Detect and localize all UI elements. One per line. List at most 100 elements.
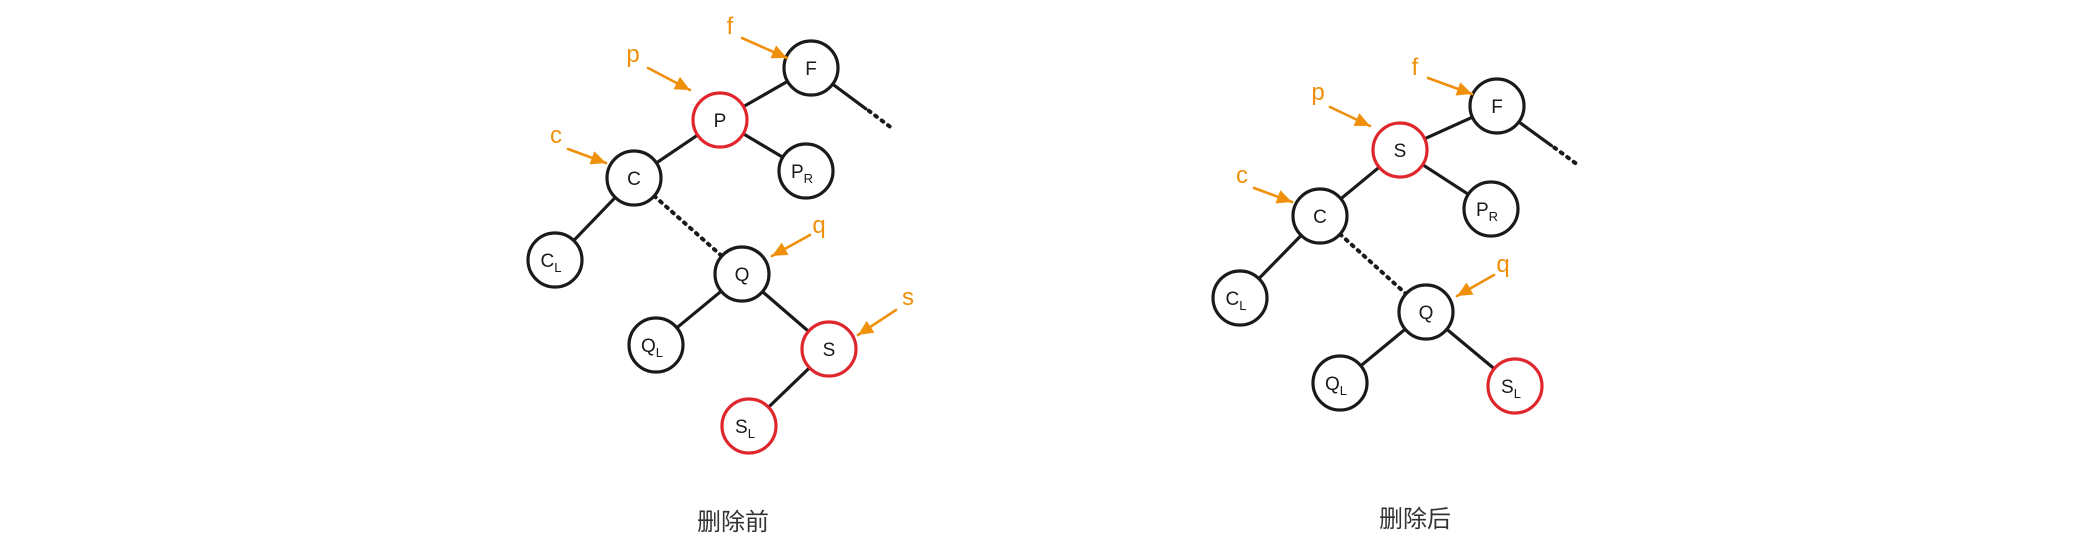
caption-before-deletion: 删除前 [697,508,769,536]
pointer-s-label: s [902,284,914,311]
node-F-circle [782,39,840,97]
pointer-f-arrow-head [770,45,787,59]
pointer-q-label: q [1496,251,1509,278]
pointer-q: q [770,212,826,258]
pointer-f: f [1412,54,1474,96]
node-Q-circle [713,245,771,303]
node-F-label: F [805,59,817,80]
node-QL-label: QL [1325,374,1347,398]
pointer-p-arrow-head [673,76,690,90]
node-F-label: F [1491,97,1503,118]
edge-S-C [1339,165,1381,201]
pointer-p-label: p [626,41,639,68]
node-PR-circle [777,142,835,200]
node-C-label: C [1313,207,1327,228]
pointer-p-arrow-head [1353,113,1370,126]
node-C: C [605,149,663,207]
edge-C-Q [1338,232,1408,296]
node-PR-label: PR [791,162,813,186]
node-S-label: S [1394,141,1407,162]
node-Q-circle [1397,283,1455,341]
node-F: F [782,39,840,97]
edge-F-P [741,79,790,109]
edge-F-S [1422,115,1475,141]
node-CL-circle [526,231,584,289]
pointer-f-arrow-head [1455,82,1472,96]
node-PR: PR [777,142,835,200]
pointer-p: p [1311,79,1372,128]
node-S-label: S [823,340,836,361]
pointer-f-label: f [727,13,734,40]
node-Q-label: Q [1419,303,1434,324]
node-C-circle [605,149,663,207]
edge-Q-QL [1359,327,1407,368]
node-CL: CL [526,231,584,289]
node-F-circle [1468,77,1526,135]
node-CL: CL [1211,269,1269,327]
node-S: S [1371,121,1429,179]
edge-C-CL [1257,233,1303,281]
edge-C-CL [572,195,617,243]
pointer-f-label: f [1412,54,1419,81]
caption-after-deletion: 删除后 [1379,505,1451,533]
edge-Q-S [760,290,811,333]
node-CL-circle [1211,269,1269,327]
edge-Q-QL [675,289,723,330]
node-C-label: C [627,169,641,190]
node-Q: Q [1397,283,1455,341]
pointer-f: f [727,13,789,60]
pointer-p: p [626,41,692,92]
pointer-q-label: q [812,212,825,239]
pointer-c-arrow-head [589,151,606,165]
node-S-circle [1371,121,1429,179]
node-C-circle [1291,187,1349,245]
after-deletion-tree: F S C PR CL Q QL SL f p c q [1211,54,1580,415]
node-QL-circle [627,316,685,374]
pointer-c-label: c [550,122,562,149]
node-PR: PR [1462,180,1520,238]
node-S-circle [800,320,858,378]
node-P-label: P [714,111,727,132]
pointer-q-arrow-head [1457,282,1474,296]
pointer-c-label: c [1236,162,1248,189]
edge-S-PR [1421,163,1470,196]
node-SL-label: SL [735,417,755,441]
node-P: P [691,91,749,149]
before-deletion-tree: F P C PR CL Q QL S SL f p c q s [526,13,914,455]
node-Q: Q [713,245,771,303]
pointer-q-arrow-head [772,242,789,256]
pointer-c: c [1236,162,1294,204]
node-CL-label: CL [541,251,562,275]
edge-C-Q [652,193,724,259]
edge-F-continuation [831,82,868,111]
node-CL-label: CL [1226,289,1247,313]
edge-Q-SL [1445,327,1496,371]
node-SL-circle [1486,357,1544,415]
node-QL: QL [1311,354,1369,412]
node-PR-label: PR [1476,200,1498,224]
node-P-circle [691,91,749,149]
pointer-s-arrow-head [858,320,875,335]
node-SL: SL [1486,357,1544,415]
edge-P-PR [741,132,785,159]
node-QL-circle [1311,354,1369,412]
pointer-c-arrow-head [1275,190,1292,204]
node-S: S [800,320,858,378]
edge-S-SL [766,366,812,409]
ellipsis-dots [1552,145,1580,167]
node-SL-circle [720,397,778,455]
node-PR-circle [1462,180,1520,238]
pointer-c: c [550,122,608,165]
node-QL: QL [627,316,685,374]
node-QL-label: QL [641,336,663,360]
edge-P-C [654,133,700,165]
node-F: F [1468,77,1526,135]
node-SL-label: SL [1501,377,1521,401]
node-SL: SL [720,397,778,455]
pointer-s: s [856,284,914,337]
pointer-p-label: p [1311,79,1324,106]
ellipsis-dots [866,108,895,131]
pointer-q: q [1455,251,1510,298]
node-Q-label: Q [735,265,750,286]
